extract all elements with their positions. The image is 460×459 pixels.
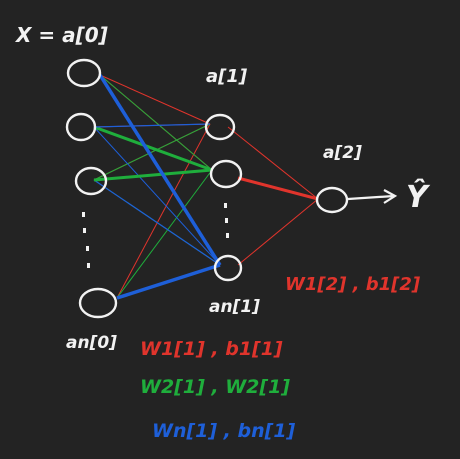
hidden-node	[204, 113, 236, 141]
output-layer-label: a[2]	[323, 143, 362, 163]
edge-blue-thick	[116, 263, 221, 300]
ellipsis-dots	[82, 212, 90, 268]
edge-red	[227, 126, 319, 200]
edge-green	[99, 74, 213, 171]
input-last-node-label: an[0]	[66, 333, 117, 353]
edge-red	[237, 198, 319, 266]
edge-blue-thick	[98, 74, 222, 266]
edge-red	[116, 123, 211, 299]
input-node	[66, 58, 102, 88]
edge-green-thick	[93, 125, 213, 172]
hidden-node	[209, 159, 243, 189]
hidden-layer	[204, 113, 243, 282]
red-params-label: W1[1] , b1[1]	[140, 338, 283, 360]
input-node	[78, 287, 118, 319]
hidden-last-node-label: an[1]	[209, 297, 260, 317]
input-node	[65, 112, 97, 142]
input-equation-label: X = a[0]	[14, 23, 108, 47]
output-y-hat-label: Ŷ	[406, 179, 431, 215]
edge-green-thick	[93, 168, 213, 182]
edge-blue	[93, 179, 221, 266]
edges-input-hidden	[93, 74, 222, 300]
output-params-label: W1[2] , b1[2]	[285, 274, 421, 295]
edges-hidden-output	[227, 126, 319, 266]
output-node	[315, 186, 349, 214]
edge-green	[116, 169, 213, 299]
green-params-label: W2[1] , W2[1]	[140, 376, 290, 398]
hidden-layer-label: a[1]	[206, 66, 248, 87]
input-layer	[65, 58, 118, 319]
ellipsis-dots	[224, 203, 229, 238]
edge-red	[99, 74, 211, 125]
edge-green	[93, 123, 211, 181]
edge-blue	[93, 126, 221, 266]
hidden-node	[213, 254, 243, 282]
edge-red-thick	[237, 176, 319, 201]
output-layer	[315, 186, 398, 214]
edge-blue	[93, 123, 211, 128]
blue-params-label: Wn[1] , bn[1]	[152, 420, 296, 442]
input-node	[74, 166, 108, 196]
output-arrow	[347, 189, 398, 204]
